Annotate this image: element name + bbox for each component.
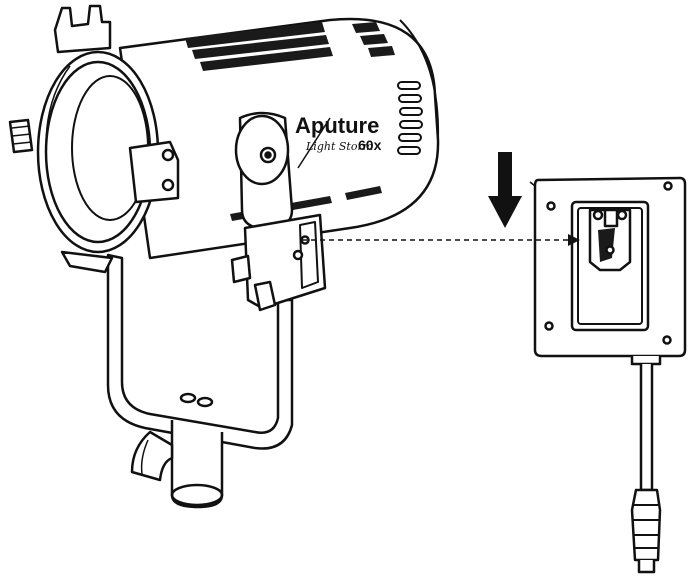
yoke-bolt bbox=[196, 396, 214, 408]
dashed-arrow-icon bbox=[302, 234, 580, 246]
plate-screw bbox=[662, 335, 672, 345]
plate-screw bbox=[544, 321, 554, 331]
vmount-latch bbox=[230, 254, 252, 284]
cable-connector bbox=[630, 488, 662, 562]
model-name: 60x bbox=[358, 137, 382, 153]
light-fixture bbox=[8, 4, 440, 509]
arrow-down-icon bbox=[488, 152, 522, 228]
mount-top-clip bbox=[53, 4, 112, 54]
plate-cable-box bbox=[630, 356, 662, 366]
power-cable bbox=[639, 364, 654, 492]
side-vent bbox=[397, 81, 423, 155]
brand-logo: Aputure Light Storm 60x bbox=[295, 113, 382, 169]
yoke-bolt bbox=[179, 392, 197, 404]
brand-name: Aputure bbox=[295, 113, 379, 138]
vmount-latch-lower bbox=[253, 280, 277, 312]
stand-spigot bbox=[170, 420, 224, 509]
stand-knob bbox=[130, 430, 174, 482]
front-mount-ring bbox=[36, 50, 160, 254]
series-name: Light Storm bbox=[305, 140, 373, 153]
mount-bottom-clip bbox=[60, 250, 114, 274]
battery-plate bbox=[529, 176, 687, 574]
plate-screw bbox=[546, 201, 556, 211]
top-vent bbox=[185, 22, 395, 71]
plate-screw bbox=[663, 181, 673, 191]
